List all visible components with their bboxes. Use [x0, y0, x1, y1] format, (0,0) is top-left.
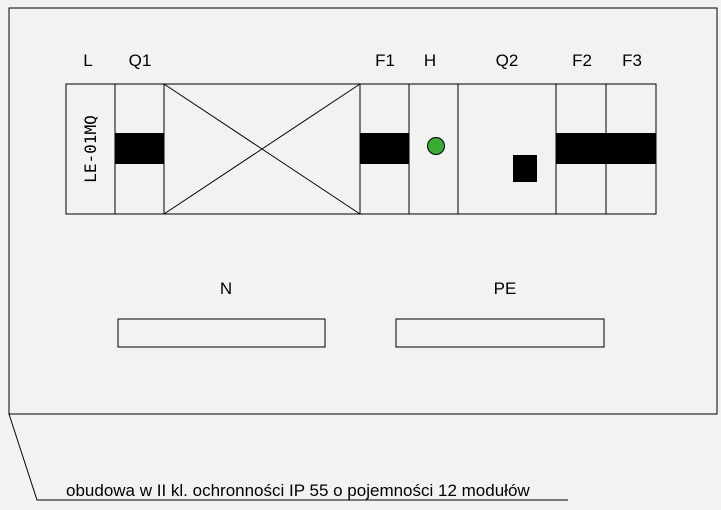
blank-module-cross	[163, 83, 361, 215]
label-f3: F3	[622, 51, 642, 70]
label-f1: F1	[375, 51, 395, 70]
device-code-text: LE-01MQ	[81, 115, 100, 182]
enclosure-caption: obudowa w II kl. ochronności IP 55 o poj…	[66, 481, 530, 500]
q1-toggle	[115, 133, 164, 164]
label-l: L	[83, 51, 92, 70]
label-q2: Q2	[496, 51, 519, 70]
label-h: H	[424, 51, 436, 70]
pe-terminal-bar	[395, 318, 605, 348]
caption-leader-line	[8, 413, 568, 501]
label-pe: PE	[494, 279, 517, 298]
enclosure-outline	[8, 7, 718, 415]
indicator-lamp-icon	[427, 137, 445, 155]
label-f2: F2	[572, 51, 592, 70]
q2-toggle	[513, 155, 537, 182]
n-terminal-bar	[117, 318, 326, 348]
f1-toggle	[360, 133, 409, 164]
label-n: N	[220, 279, 232, 298]
f2-f3-toggle	[556, 133, 656, 164]
label-q1: Q1	[129, 51, 152, 70]
